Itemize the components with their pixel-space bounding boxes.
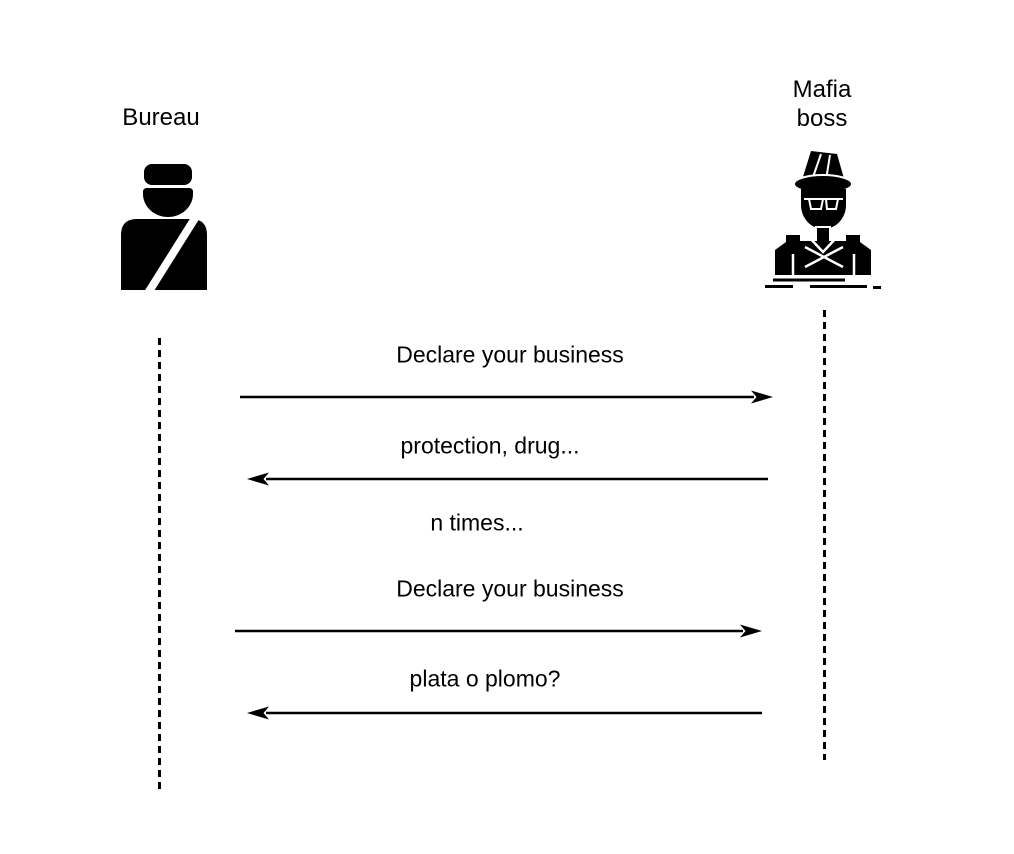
actor-name-bureau: Bureau (122, 104, 200, 131)
message-label: Declare your business (396, 341, 624, 368)
customs-officer-icon (121, 164, 207, 290)
arrow-right-icon (235, 624, 762, 638)
actor-name-mafia-boss: Mafia boss (792, 76, 852, 132)
lifeline-mafia-boss (823, 310, 826, 760)
lifeline-bureau (158, 338, 161, 790)
message-label: protection, drug... (400, 432, 580, 459)
arrow-right-icon (240, 390, 773, 404)
arrow-left-icon (247, 706, 762, 720)
arrow-left-icon (247, 472, 768, 486)
mafia-boss-icon (765, 151, 881, 289)
message-label: Declare your business (396, 575, 624, 602)
message-label: plata o plomo? (409, 665, 561, 692)
message-label: n times... (430, 509, 524, 536)
